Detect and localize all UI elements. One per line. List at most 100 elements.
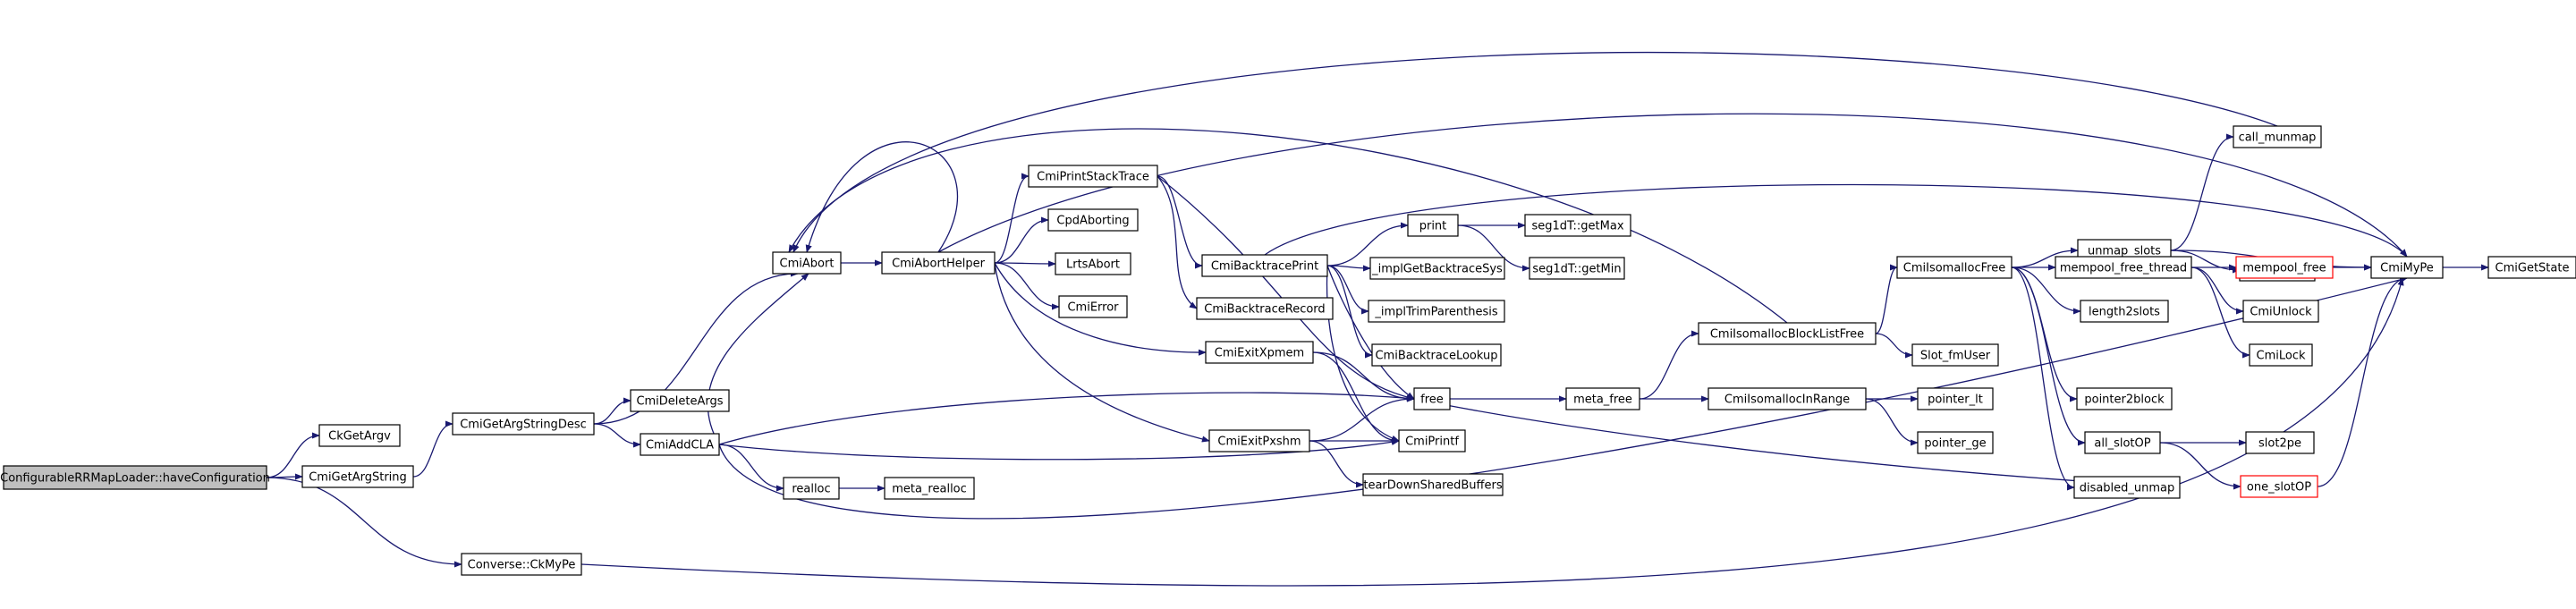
- node-label: print: [1419, 220, 1447, 233]
- node-seg1dT_getMax[interactable]: seg1dT::getMax: [1524, 214, 1631, 237]
- node-Slot_fmUser[interactable]: Slot_fmUser: [1911, 343, 1999, 367]
- edge-CmiAbortHelper-to-CmiMyPe: [937, 113, 2408, 258]
- edge-ConverseCkMyPe-to-CmiMyPe: [580, 277, 2404, 587]
- node-CmiGetState[interactable]: CmiGetState: [2487, 256, 2576, 279]
- node-box: [1707, 387, 1867, 410]
- node-CmiAbortHelper[interactable]: CmiAbortHelper: [881, 251, 996, 275]
- node-all_slotOP[interactable]: all_slotOP: [2084, 431, 2161, 454]
- edge-disabled_unmap-to-free: [1413, 397, 2181, 488]
- node-box: [630, 389, 730, 412]
- node-label: unmap_slots: [2088, 245, 2161, 258]
- node-box: [1413, 387, 1451, 410]
- node-implTrimParenthesis[interactable]: _implTrimParenthesis: [1368, 300, 1505, 323]
- node-meta_realloc[interactable]: meta_realloc: [884, 477, 975, 500]
- node-mempool_free[interactable]: mempool_free: [2235, 256, 2334, 279]
- node-CmiGetArgString[interactable]: CmiGetArgString: [301, 465, 414, 488]
- node-CmiIsomallocFree[interactable]: CmiIsomallocFree: [1896, 256, 2012, 279]
- edge-CmiGetArgStringDesc-to-CmiAddCLA: [593, 423, 641, 448]
- node-meta_free[interactable]: meta_free: [1565, 387, 1640, 410]
- edge-CmiAddCLA-to-CmiPrintf: [718, 438, 1400, 461]
- node-box: [1201, 254, 1328, 277]
- node-mempool_free_thread[interactable]: mempool_free_thread: [2055, 256, 2192, 279]
- node-call_munmap[interactable]: call_munmap: [2233, 125, 2322, 148]
- node-pointer2block[interactable]: pointer2block: [2076, 387, 2173, 410]
- node-box: [1196, 297, 1334, 320]
- node-ConverseCkMyPe[interactable]: Converse::CkMyPe: [461, 553, 582, 576]
- node-label: CmiAddCLA: [646, 439, 714, 453]
- node-pointer_lt[interactable]: pointer_lt: [1917, 387, 1994, 410]
- node-one_slotOP[interactable]: one_slotOP: [2240, 475, 2318, 498]
- node-CmiPrintf[interactable]: CmiPrintf: [1398, 429, 1466, 453]
- node-length2slots[interactable]: length2slots: [2080, 300, 2169, 323]
- node-box: [884, 477, 975, 500]
- node-LrtsAbort[interactable]: LrtsAbort: [1055, 252, 1131, 275]
- node-box: [1028, 165, 1158, 188]
- node-CmiExitPxshm[interactable]: CmiExitPxshm: [1208, 429, 1310, 453]
- node-box: [1698, 322, 1877, 345]
- edge-one_slotOP-to-CmiMyPe: [2317, 275, 2408, 487]
- edge-CmiBacktracePrint-to-CmiPrintf: [1326, 265, 1400, 442]
- node-box: [2249, 343, 2313, 367]
- edge-CmiBacktracePrint-to-CmiBacktraceLookup: [1326, 265, 1373, 359]
- node-CkGetArgv[interactable]: CkGetArgv: [318, 424, 401, 447]
- node-label: pointer2block: [2084, 393, 2165, 407]
- node-box: [881, 251, 996, 275]
- edge-CmiBacktracePrint-to-implTrimParenthesis: [1326, 265, 1369, 315]
- node-box: [1371, 343, 1502, 367]
- node-label: pointer_lt: [1928, 393, 1983, 407]
- node-CmiLock[interactable]: CmiLock: [2249, 343, 2313, 367]
- node-label: seg1dT::getMin: [1532, 263, 1621, 276]
- node-CmiPrintStackTrace[interactable]: CmiPrintStackTrace: [1028, 165, 1158, 188]
- node-CmiBacktraceRecord[interactable]: CmiBacktraceRecord: [1196, 297, 1334, 320]
- node-box: [1368, 300, 1505, 323]
- node-pointer_ge[interactable]: pointer_ge: [1917, 431, 1994, 454]
- node-CmiExitXpmem[interactable]: CmiExitXpmem: [1205, 341, 1314, 364]
- node-label: CmiBacktracePrint: [1211, 260, 1318, 274]
- node-CmiMyPe[interactable]: CmiMyPe: [2370, 256, 2444, 279]
- node-label: CmiGetArgStringDesc: [460, 419, 587, 432]
- node-box: [1917, 387, 1994, 410]
- node-box: [1047, 208, 1139, 232]
- node-CmiUnlock[interactable]: CmiUnlock: [2242, 300, 2319, 323]
- node-CmiBacktracePrint[interactable]: CmiBacktracePrint: [1201, 254, 1328, 277]
- node-box: [1369, 257, 1505, 280]
- edge-root-to-ConverseCkMyPe: [266, 477, 462, 568]
- node-label: call_munmap: [2239, 131, 2317, 145]
- node-implGetBacktraceSys[interactable]: _implGetBacktraceSys: [1369, 257, 1505, 280]
- node-box: [1529, 257, 1625, 280]
- node-box: [1565, 387, 1640, 410]
- node-label: CpdAborting: [1056, 215, 1129, 228]
- node-CmiIsomallocBlockListFree[interactable]: CmiIsomallocBlockListFree: [1698, 322, 1877, 345]
- edge-CmiIsomallocBlockListFree-to-CmiAbort: [788, 128, 1788, 324]
- edge-CmiIsomallocBlockListFree-to-CmiIsomallocFree: [1875, 264, 1898, 334]
- node-CpdAborting[interactable]: CpdAborting: [1047, 208, 1139, 232]
- edge-CmiAbortHelper-to-CmiExitXpmem: [994, 262, 1207, 356]
- node-free[interactable]: free: [1413, 387, 1451, 410]
- node-CmiBacktraceLookup[interactable]: CmiBacktraceLookup: [1371, 343, 1502, 367]
- edge-CmiAddCLA-to-free: [718, 392, 1415, 445]
- node-CmiAbort[interactable]: CmiAbort: [772, 251, 842, 275]
- node-label: CmiPrintf: [1405, 436, 1459, 449]
- node-CmiDeleteArgs[interactable]: CmiDeleteArgs: [630, 389, 730, 412]
- edge-CmiAbortHelper-to-LrtsAbort: [994, 260, 1056, 267]
- node-label: CmiError: [1067, 301, 1119, 315]
- node-label: one_slotOP: [2247, 481, 2311, 495]
- node-label: CmiAbort: [780, 258, 835, 271]
- node-label: meta_realloc: [892, 483, 967, 496]
- node-CmiIsomallocInRange[interactable]: CmiIsomallocInRange: [1707, 387, 1867, 410]
- node-print[interactable]: print: [1407, 214, 1459, 237]
- node-label: length2slots: [2089, 306, 2160, 319]
- node-label: CmiIsomallocBlockListFree: [1710, 328, 1864, 342]
- node-realloc[interactable]: realloc: [783, 477, 840, 500]
- node-label: CmiLock: [2257, 350, 2306, 363]
- node-CmiAddCLA[interactable]: CmiAddCLA: [640, 433, 720, 456]
- node-slot2pe[interactable]: slot2pe: [2245, 431, 2315, 454]
- node-box: [2233, 125, 2322, 148]
- node-root[interactable]: ConfigurableRRMapLoader::haveConfigurati…: [0, 465, 270, 490]
- node-tearDownSharedBuffers[interactable]: tearDownSharedBuffers: [1362, 473, 1504, 496]
- node-CmiError[interactable]: CmiError: [1058, 295, 1128, 318]
- node-CmiGetArgStringDesc[interactable]: CmiGetArgStringDesc: [452, 412, 595, 436]
- node-disabled_unmap[interactable]: disabled_unmap: [2073, 476, 2181, 499]
- node-seg1dT_getMin[interactable]: seg1dT::getMin: [1529, 257, 1625, 280]
- node-box: [2245, 431, 2315, 454]
